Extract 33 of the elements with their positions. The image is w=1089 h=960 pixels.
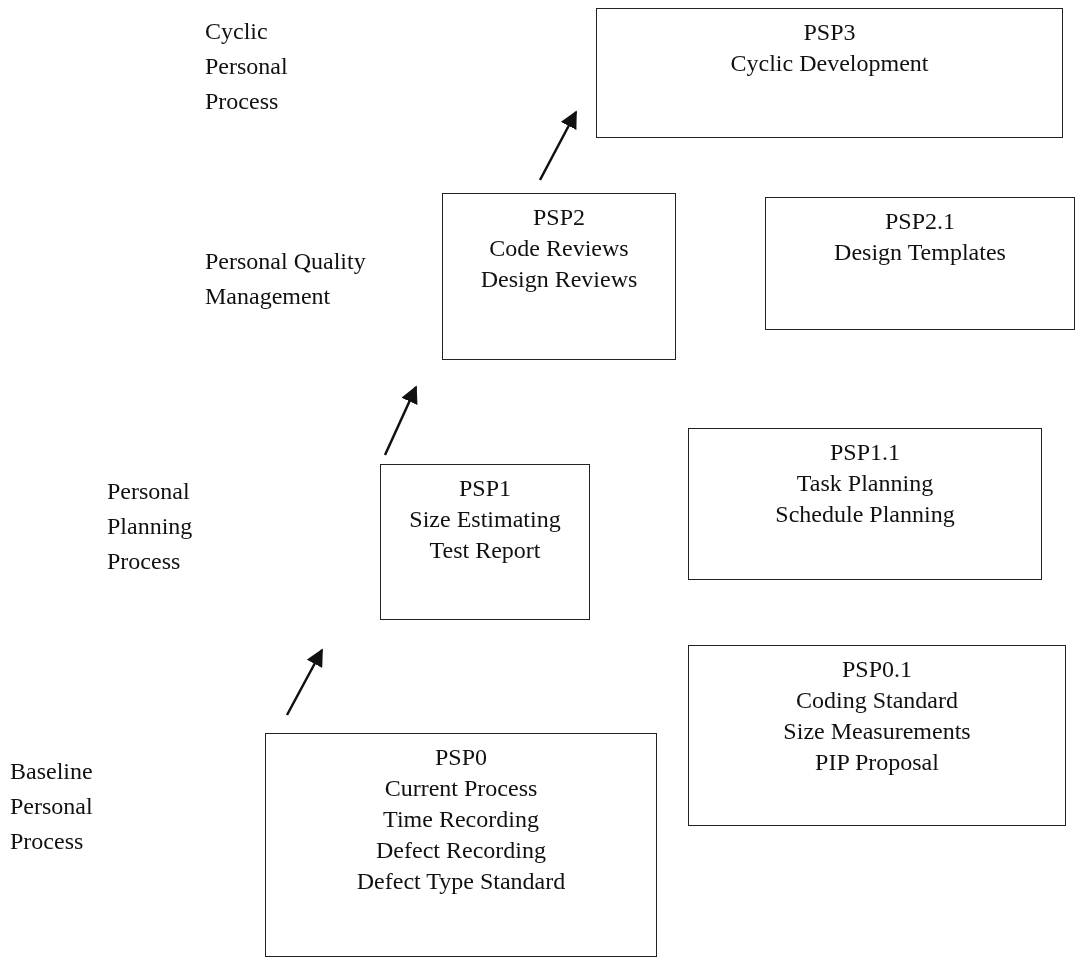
practice-text: Current Process [383,774,539,803]
level-title: PSP0 [433,743,488,772]
level-title: PSP1 [457,474,512,503]
process-box [442,193,676,360]
level-title: PSP1.1 [828,438,901,467]
process-box [688,645,1066,826]
level-label: Personal Quality Management [205,247,367,311]
level-title: PSP2.1 [883,207,956,236]
practice-text: Coding Standard [795,686,959,715]
practice-text: Test Report [428,536,542,565]
process-box [596,8,1063,138]
practice-text: Size Measurements [782,717,972,746]
level-title: PSP2 [531,203,586,232]
level-label: Cyclic Personal Process [205,17,289,116]
process-box [765,197,1075,330]
practice-text: Cyclic Development [729,49,930,78]
level-title: PSP3 [802,18,857,47]
practice-text: Task Planning [795,469,935,498]
practice-text: PIP Proposal [814,748,940,777]
practice-text: Design Templates [833,238,1007,267]
level-title: PSP0.1 [840,655,913,684]
practice-text: Schedule Planning [774,500,956,529]
practice-text: Size Estimating [408,505,562,534]
practice-text: Code Reviews [488,234,630,263]
practice-text: Design Reviews [479,265,639,294]
level-label: Personal Planning Process [107,477,194,576]
process-box [265,733,657,957]
practice-text: Defect Type Standard [355,867,567,896]
level-label: Baseline Personal Process [10,757,94,856]
practice-text: Time Recording [382,805,540,834]
process-box [380,464,590,620]
process-box [688,428,1042,580]
practice-text: Defect Recording [375,836,547,865]
